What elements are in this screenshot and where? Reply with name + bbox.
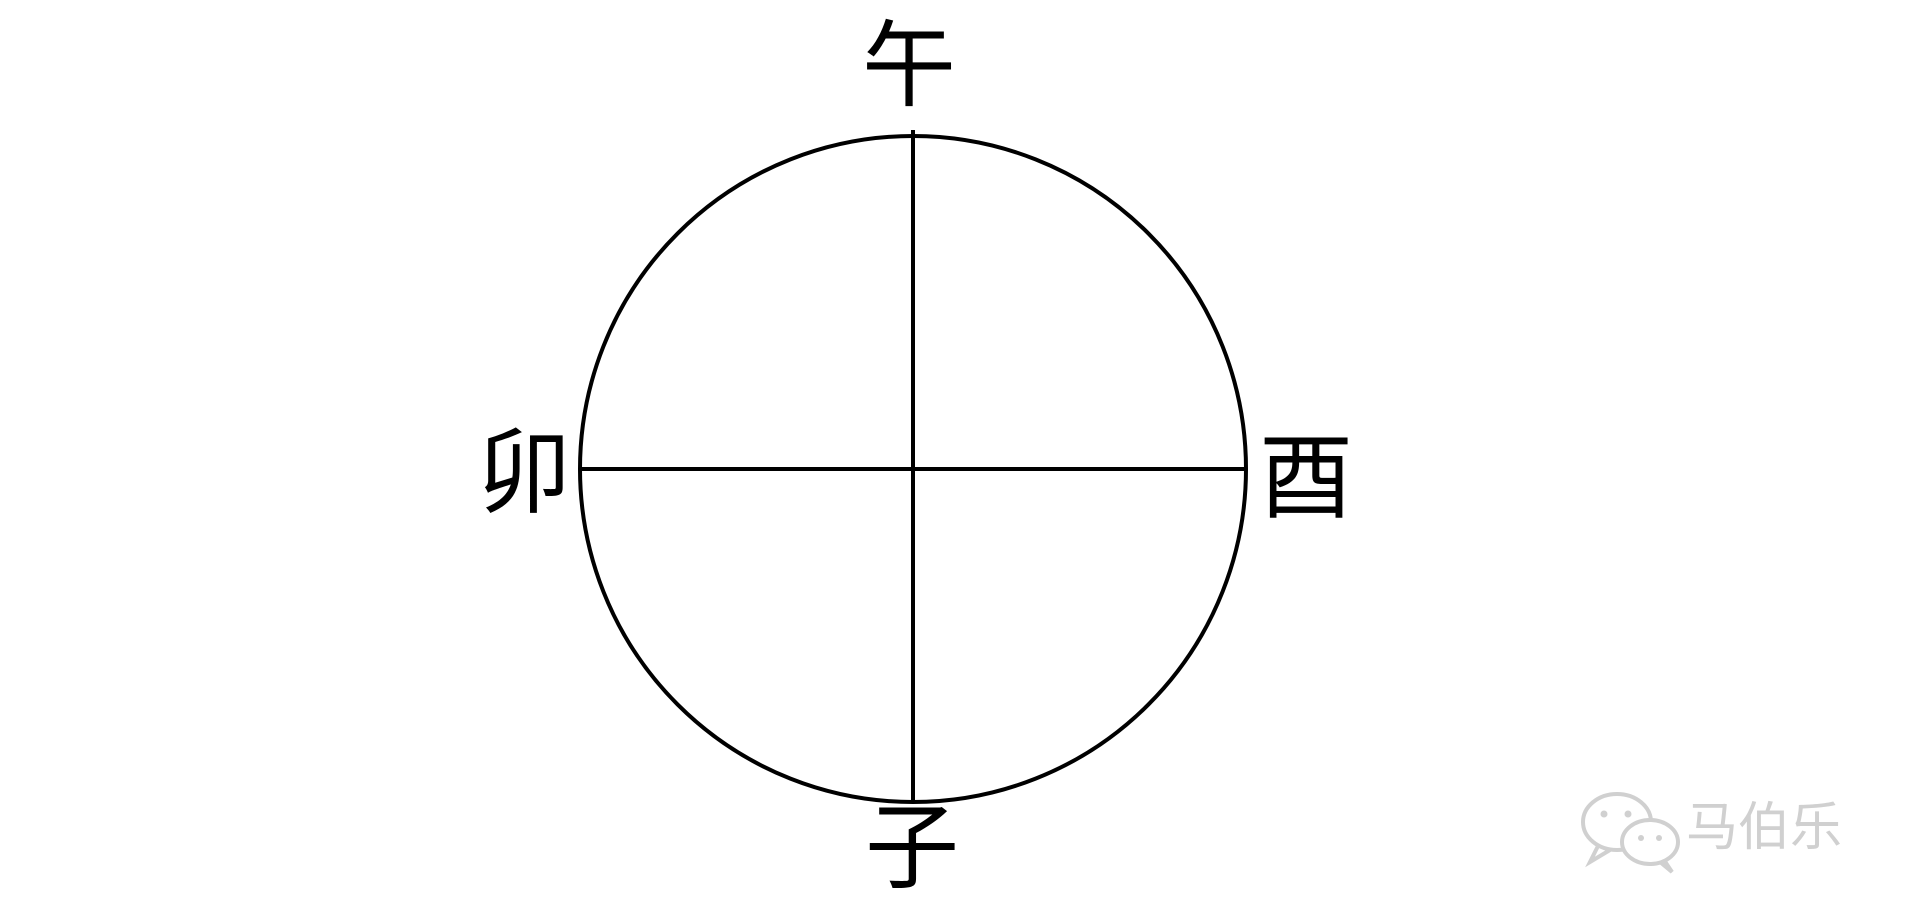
watermark-text: 马伯乐 (1686, 798, 1842, 858)
watermark: 马伯乐 (1581, 792, 1842, 874)
wechat-icon (1581, 792, 1680, 874)
label-top: 午 (862, 12, 956, 121)
label-left: 卯 (477, 419, 571, 528)
label-right: 酉 (1259, 424, 1353, 533)
label-bottom: 子 (865, 794, 959, 903)
